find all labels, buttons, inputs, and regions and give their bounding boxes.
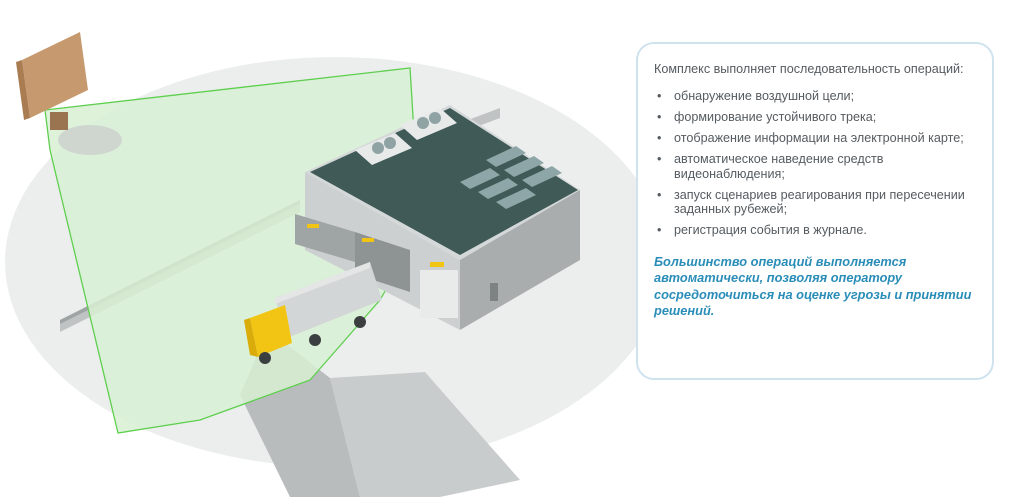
bullet-icon: •: [657, 187, 662, 202]
bullet-icon: •: [657, 89, 662, 103]
bullet-icon: •: [657, 110, 662, 124]
truck: [244, 262, 382, 364]
operations-list: • обнаружение воздушной цели; • формирован…: [654, 89, 978, 238]
list-item-text: регистрация события в журнале.: [674, 223, 867, 237]
list-item: • запуск сценариев реагирования при перес…: [654, 188, 978, 217]
bullet-icon: •: [657, 131, 662, 145]
intro-text: Комплекс выполняет последовательность оп…: [654, 62, 964, 76]
info-card: Комплекс выполняет последовательность оп…: [636, 42, 994, 380]
warehouse-building: [295, 105, 580, 330]
summary-text: Большинство операций выполняется автомат…: [654, 253, 972, 319]
list-item-text: формирование устойчивого трека;: [674, 110, 877, 124]
list-item-text: автоматическое наведение средств видеона…: [674, 152, 884, 181]
road: [330, 372, 520, 497]
list-item: • регистрация события в журнале.: [654, 223, 978, 238]
bullet-icon: •: [657, 152, 662, 166]
bullet-icon: •: [657, 223, 662, 237]
list-item: • отображение информации на электронной к…: [654, 131, 978, 146]
radar-antenna: [16, 32, 122, 155]
list-item: • автоматическое наведение средств видеон…: [654, 152, 978, 181]
list-item-text: отображение информации на электронной ка…: [674, 131, 964, 145]
list-item: • обнаружение воздушной цели;: [654, 89, 978, 104]
list-item-text: запуск сценариев реагирования при пересе…: [674, 187, 965, 217]
list-item: • формирование устойчивого трека;: [654, 110, 978, 125]
list-item-text: обнаружение воздушной цели;: [674, 89, 855, 103]
